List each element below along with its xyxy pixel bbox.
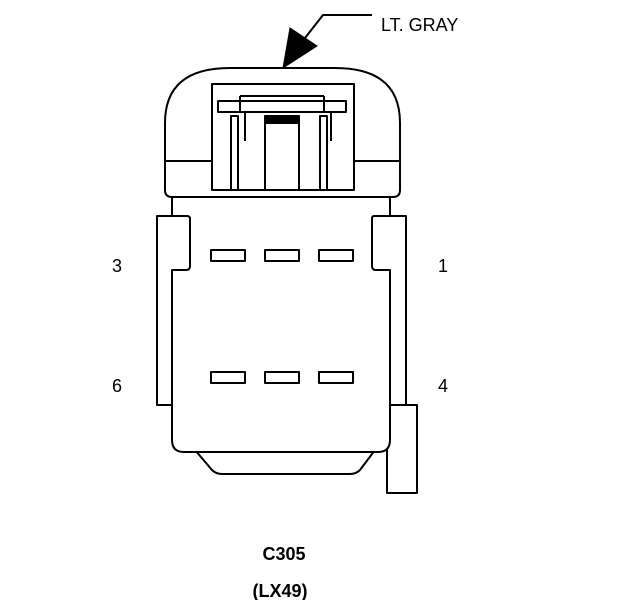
center-lock-tab-cap [266,116,298,124]
terminal-cavity [264,371,300,384]
color-label: LT. GRAY [381,15,458,35]
lock-arm-left [230,115,239,191]
pin-label-6: 6 [112,376,122,396]
center-lock-tab [264,115,300,191]
lock-arm-right [319,115,328,191]
connector-housing [156,67,418,494]
terminal-cavity [318,249,354,262]
left-side-flange [156,215,172,406]
pin-label-1: 1 [438,256,448,276]
right-side-flange [387,215,407,406]
pin-label-3: 3 [112,256,122,276]
latch-tab [386,404,418,494]
callout-leader-line [304,14,372,39]
color-callout: LT. GRAY [282,14,458,70]
connector-code: (LX49) [252,581,307,600]
terminal-cavity [264,249,300,262]
connector-id: C305 [262,544,305,564]
housing-main-body [171,189,391,453]
housing-bottom-skirt [194,449,376,475]
lock-bar [217,100,347,113]
terminal-cavity [210,249,246,262]
terminal-cavity [318,371,354,384]
terminal-cavity [210,371,246,384]
pin-label-4: 4 [438,376,448,396]
callout-arrowhead [282,27,318,70]
